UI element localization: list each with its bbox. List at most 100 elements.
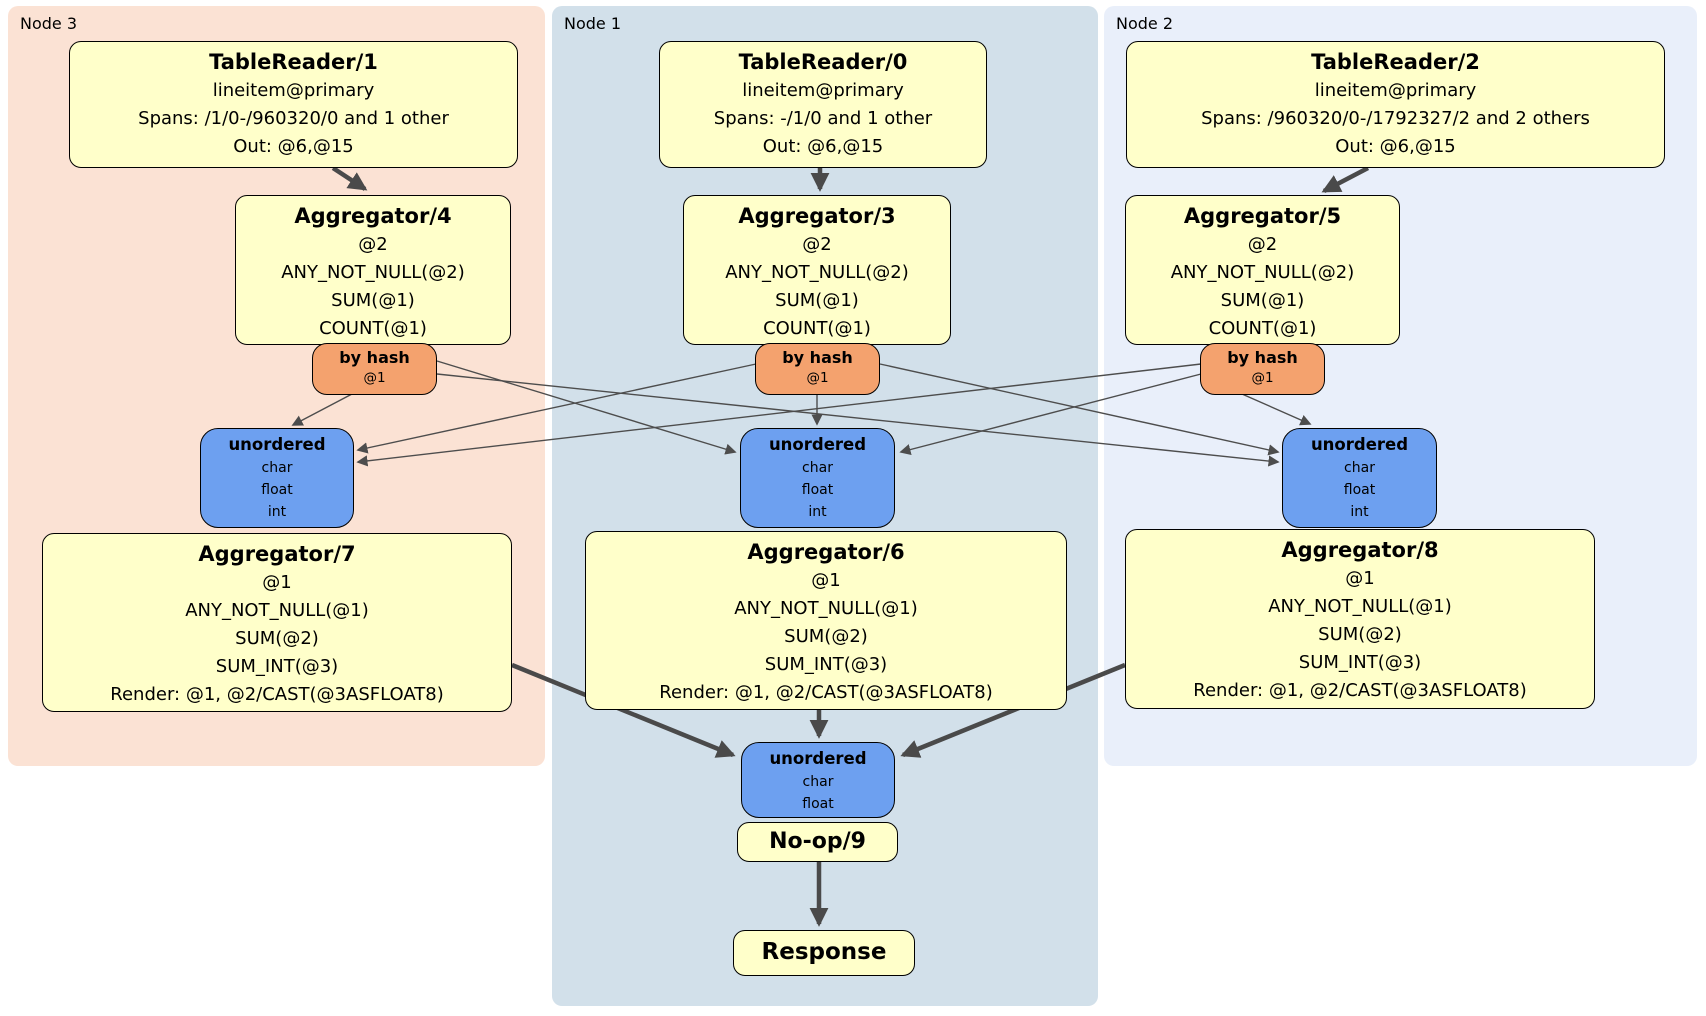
processor-aggregator-3: Aggregator/3 @2 ANY_NOT_NULL(@2) SUM(@1)…	[683, 195, 951, 345]
processor-tablereader-0: TableReader/0 lineitem@primary Spans: -/…	[659, 41, 987, 168]
node3-label: Node 3	[20, 14, 78, 33]
processor-detail: Spans: /1/0-/960320/0 and 1 other	[138, 108, 449, 129]
router-title: by hash	[339, 348, 410, 367]
edge-router5-stream7	[356, 363, 1202, 467]
stream-unordered-node1: unordered char float int	[740, 428, 895, 528]
stream-type: int	[808, 504, 827, 520]
processor-title: Aggregator/8	[1281, 538, 1439, 562]
router-title: by hash	[782, 348, 853, 367]
processor-title: TableReader/1	[209, 50, 378, 74]
processor-title: Aggregator/3	[738, 204, 896, 228]
processor-detail: ANY_NOT_NULL(@2)	[281, 262, 465, 283]
processor-aggregator-4: Aggregator/4 @2 ANY_NOT_NULL(@2) SUM(@1)…	[235, 195, 511, 345]
processor-detail: @1	[811, 570, 841, 591]
processor-title: Aggregator/4	[294, 204, 452, 228]
processor-detail: @2	[802, 234, 832, 255]
processor-tablereader-2: TableReader/2 lineitem@primary Spans: /9…	[1126, 41, 1665, 168]
processor-detail: SUM(@1)	[775, 290, 859, 311]
edge-tr2-agg5	[1321, 166, 1370, 193]
stream-type: float	[802, 796, 834, 812]
processor-aggregator-6: Aggregator/6 @1 ANY_NOT_NULL(@1) SUM(@2)…	[585, 531, 1067, 710]
edge-router4-stream7	[291, 393, 353, 426]
stream-unordered-node2: unordered char float int	[1282, 428, 1437, 528]
processor-detail: Render: @1, @2/CAST(@3ASFLOAT8)	[659, 682, 993, 703]
stream-title: unordered	[1310, 435, 1409, 454]
processor-detail: SUM_INT(@3)	[215, 656, 339, 677]
processor-detail: SUM_INT(@3)	[764, 654, 888, 675]
processor-detail: SUM(@1)	[1220, 290, 1305, 311]
processor-aggregator-7: Aggregator/7 @1 ANY_NOT_NULL(@1) SUM(@2)…	[42, 533, 512, 712]
processor-title: TableReader/2	[1311, 50, 1480, 74]
router-by-hash-node2: by hash @1	[1200, 343, 1325, 395]
response-node: Response	[733, 930, 915, 976]
processor-detail: ANY_NOT_NULL(@2)	[725, 262, 909, 283]
processor-detail: Out: @6,@15	[233, 136, 354, 157]
stream-type: char	[802, 774, 834, 790]
processor-detail: Spans: /960320/0-/1792327/2 and 2 others	[1201, 108, 1590, 129]
processor-detail: ANY_NOT_NULL(@1)	[1268, 596, 1452, 617]
processor-detail: SUM(@2)	[784, 626, 868, 647]
processor-detail: Spans: -/1/0 and 1 other	[713, 108, 933, 129]
stream-unordered-node3: unordered char float int	[200, 428, 354, 528]
processor-title: TableReader/0	[738, 50, 908, 74]
stream-type: char	[261, 460, 293, 476]
processor-detail: Render: @1, @2/CAST(@3ASFLOAT8)	[1193, 680, 1527, 701]
processor-detail: @1	[1345, 568, 1375, 589]
processor-title: Aggregator/7	[198, 542, 356, 566]
edge-router5-stream8	[1241, 393, 1312, 426]
stream-type: char	[1344, 460, 1375, 476]
processor-title: No-op/9	[769, 829, 866, 854]
edge-tr1-agg4	[331, 166, 368, 191]
processor-detail: SUM(@2)	[1318, 624, 1402, 645]
processor-detail: lineitem@primary	[1314, 80, 1477, 101]
stream-unordered-final: unordered char float	[741, 742, 895, 818]
stream-type: float	[801, 482, 834, 498]
processor-aggregator-5: Aggregator/5 @2 ANY_NOT_NULL(@2) SUM(@1)…	[1125, 195, 1400, 345]
processor-detail: @2	[1247, 234, 1278, 255]
processor-detail: ANY_NOT_NULL(@1)	[185, 600, 369, 621]
stream-title: unordered	[768, 435, 867, 454]
router-key: @1	[806, 370, 829, 386]
edge-router3-stream8	[879, 363, 1280, 456]
processor-aggregator-8: Aggregator/8 @1 ANY_NOT_NULL(@1) SUM(@2)…	[1125, 529, 1595, 709]
processor-title: Aggregator/6	[747, 540, 905, 564]
edge-agg8-stream9	[900, 662, 1126, 758]
stream-type: char	[802, 460, 833, 476]
processor-detail: COUNT(@1)	[763, 318, 871, 339]
edge-router5-stream6	[899, 373, 1202, 456]
response-title: Response	[761, 939, 887, 965]
stream-type: int	[267, 504, 287, 520]
processor-detail: COUNT(@1)	[319, 318, 427, 339]
stream-type: int	[1350, 504, 1369, 520]
processor-tablereader-1: TableReader/1 lineitem@primary Spans: /1…	[69, 41, 518, 168]
processor-detail: COUNT(@1)	[1208, 318, 1317, 339]
router-by-hash-node1: by hash @1	[755, 343, 880, 395]
processor-detail: lineitem@primary	[742, 80, 904, 101]
node2-label: Node 2	[1116, 14, 1174, 33]
processor-detail: Out: @6,@15	[1335, 136, 1456, 157]
processor-detail: SUM(@1)	[331, 290, 415, 311]
edge-router4-stream8	[436, 373, 1280, 467]
router-title: by hash	[1227, 348, 1298, 367]
stream-title: unordered	[769, 749, 867, 768]
stream-title: unordered	[228, 435, 326, 454]
processor-noop-9: No-op/9	[737, 822, 898, 862]
edge-router3-stream7	[356, 363, 757, 454]
stream-type: float	[1343, 482, 1376, 498]
stream-type: float	[261, 482, 293, 498]
processor-detail: Render: @1, @2/CAST(@3ASFLOAT8)	[110, 684, 444, 705]
router-key: @1	[363, 370, 386, 386]
processor-detail: @2	[358, 234, 388, 255]
processor-detail: lineitem@primary	[212, 80, 375, 101]
edge-agg7-stream9	[511, 662, 736, 758]
processor-detail: SUM(@2)	[235, 628, 319, 649]
processor-detail: ANY_NOT_NULL(@1)	[734, 598, 918, 619]
router-key: @1	[1251, 370, 1274, 386]
processor-detail: Out: @6,@15	[762, 136, 884, 157]
edge-router4-stream6	[436, 360, 737, 455]
processor-detail: SUM_INT(@3)	[1298, 652, 1422, 673]
router-by-hash-node3: by hash @1	[312, 343, 437, 395]
processor-title: Aggregator/5	[1183, 204, 1342, 228]
